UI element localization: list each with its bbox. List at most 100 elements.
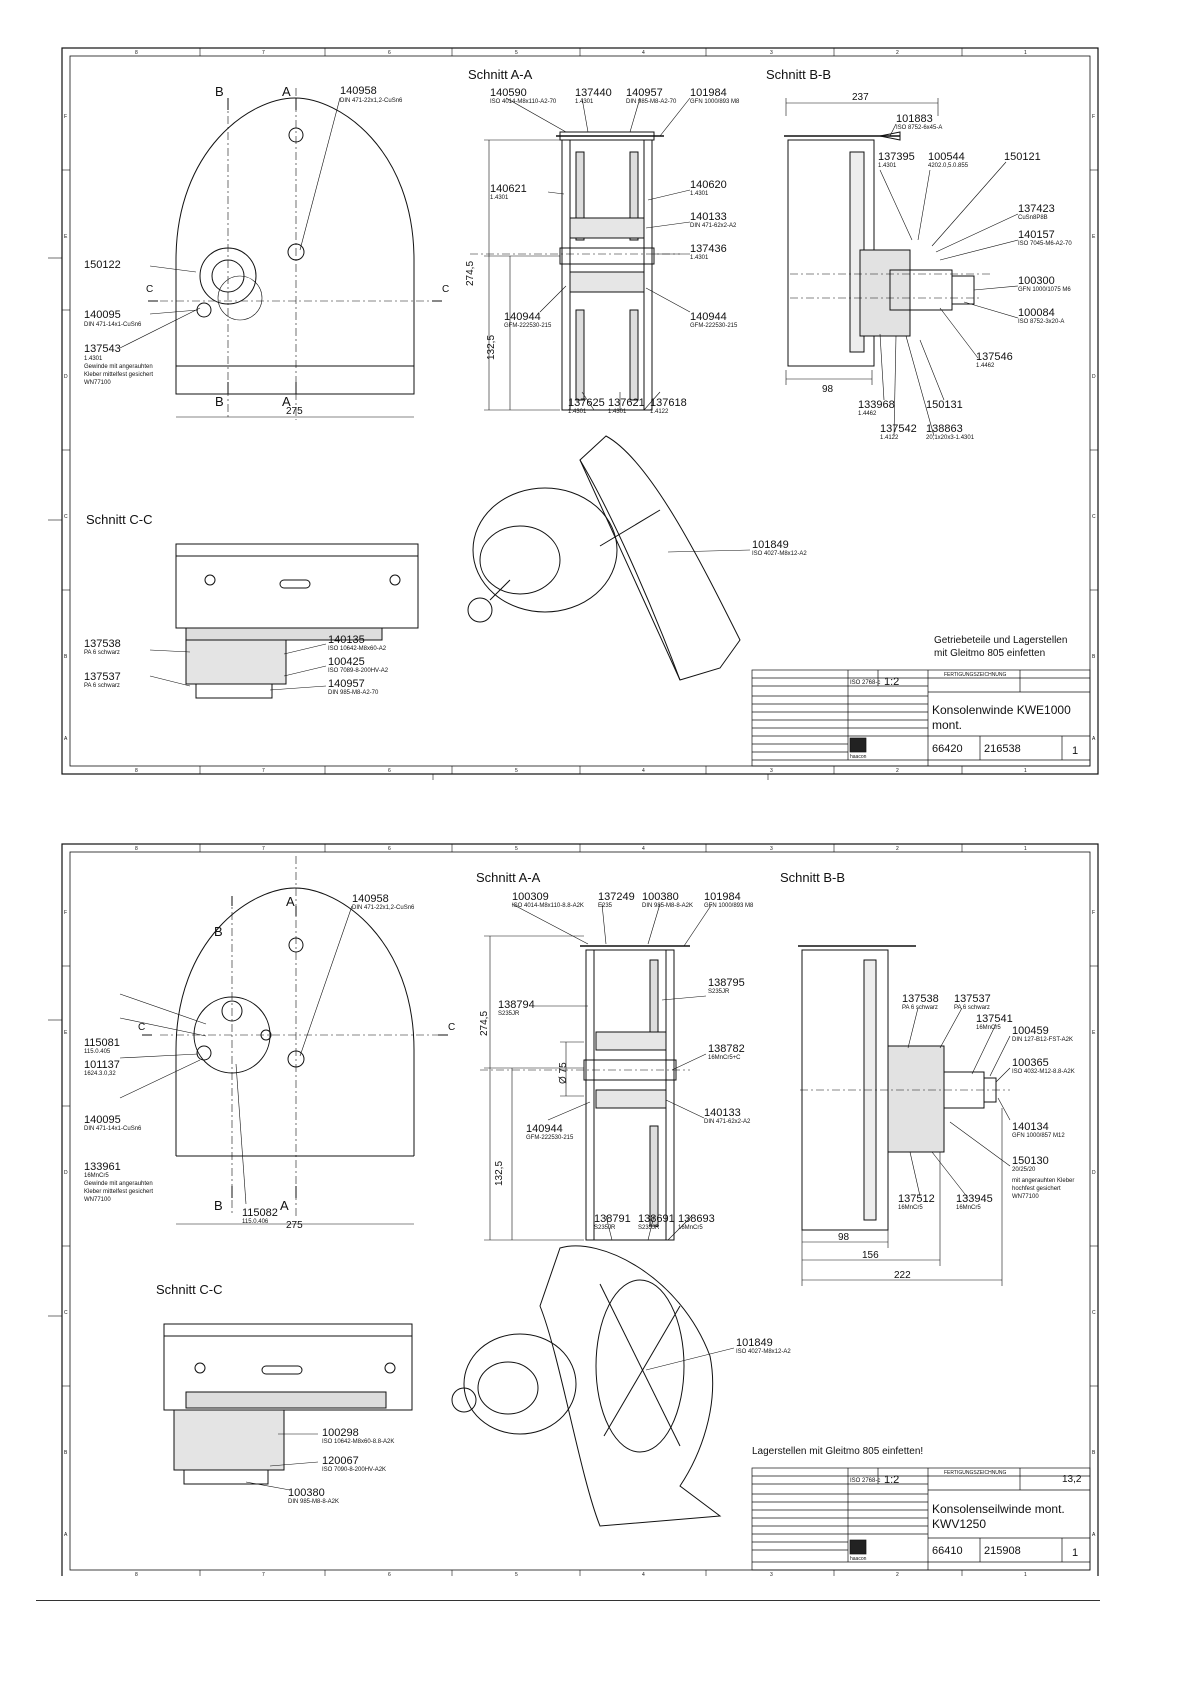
svg-text:3: 3 [770, 1572, 773, 1576]
tb-sheet-no-1: 1 [1072, 745, 1078, 757]
svg-text:D: D [64, 1170, 68, 1176]
part-101883: 101883 [896, 113, 933, 125]
label-c-left: C [146, 284, 153, 295]
svg-text:D: D [1092, 374, 1096, 380]
part-140590-spec: ISO 4014-M8x110-A2-70 [490, 99, 557, 105]
part-137546: 137546 [976, 351, 1013, 363]
tb-number1-2: 66410 [932, 1545, 963, 1557]
tb-scale-2: 1:2 [884, 1474, 899, 1486]
tb-title2-2: KWV1250 [932, 1517, 986, 1531]
part-100084-spec: ISO 8752-3x20-A [1018, 319, 1064, 325]
part-138863: 138863 [926, 423, 963, 435]
part-137543: 137543 [84, 343, 121, 355]
part-137538-bb: 137538 [902, 993, 939, 1005]
part-138691-spec: S235JR [638, 1225, 660, 1231]
label-b-top-2: B [214, 924, 223, 939]
svg-text:1: 1 [1024, 1572, 1027, 1576]
svg-text:2: 2 [896, 768, 899, 774]
note-glue-1: Gewinde mit angerauhten [84, 364, 153, 370]
part-150122: 150122 [84, 259, 121, 271]
part-137618-spec: 1.4122 [650, 409, 669, 415]
svg-text:1: 1 [1024, 50, 1027, 56]
part-140133-2-spec: DIN 471-62x2-A2 [704, 1119, 751, 1125]
label-b-bottom: B [215, 394, 224, 409]
part-100300-spec: GFN 1000/1075 M6 [1018, 287, 1071, 293]
part-140133-spec: DIN 471-62x2-A2 [690, 223, 737, 229]
svg-text:B: B [64, 654, 68, 660]
part-100298: 100298 [322, 1427, 359, 1439]
svg-text:2: 2 [896, 846, 899, 852]
part-140958: 140958 [340, 85, 377, 97]
dim-274-5: 274,5 [465, 261, 476, 286]
part-140944-right: 140944 [690, 311, 727, 323]
part-137542: 137542 [880, 423, 917, 435]
svg-text:8: 8 [135, 846, 138, 852]
part-140621-spec: 1.4301 [490, 195, 509, 201]
front-view-2 [160, 856, 440, 1225]
section-bb-title-2: Schnitt B-B [780, 870, 845, 885]
part-140157-spec: ISO 7045-M6-A2-70 [1018, 241, 1072, 247]
section-markers-1 [148, 98, 442, 394]
part-100425: 100425 [328, 656, 365, 668]
lube-note-2-1: Lagerstellen mit Gleitmo 805 einfetten! [752, 1446, 923, 1457]
tb-header-1: FERTIGUNGSZEICHNUNG [944, 672, 1007, 678]
tb-number2-1: 216538 [984, 743, 1021, 755]
part-137541-spec: 16MnCr5 [976, 1025, 1001, 1031]
label-a-bottom: A [282, 394, 291, 409]
part-101137-spec: 1624.3.0,32 [84, 1071, 116, 1077]
svg-text:6: 6 [388, 50, 391, 56]
part-101984-spec: GFN 1000/893 M8 [690, 99, 740, 105]
part-101849: 101849 [752, 539, 789, 551]
part-100459: 100459 [1012, 1025, 1049, 1037]
lube-note-2: mit Gleitmo 805 einfetten [934, 648, 1045, 659]
dim-222: 222 [894, 1270, 911, 1281]
svg-text:A: A [1092, 736, 1096, 742]
note2-glue-3: WN77100 [84, 1197, 111, 1203]
part-137618: 137618 [650, 397, 687, 409]
part-137423: 137423 [1018, 203, 1055, 215]
section-aa-view-2 [480, 945, 690, 1241]
part-100380-cc-spec: DIN 985-M8-8-A2K [288, 1499, 339, 1505]
part-140134-spec: GFN 1000/857 M12 [1012, 1133, 1065, 1139]
section-aa-view-1 [470, 131, 680, 411]
part-137249: 137249 [598, 891, 635, 903]
note2-glue-1: Gewinde mit angerauhten [84, 1181, 153, 1187]
svg-text:C: C [1092, 514, 1096, 520]
tb-title1-2: Konsolenseilwinde mont. [932, 1502, 1065, 1516]
svg-text:B: B [64, 1450, 68, 1456]
svg-text:2: 2 [896, 50, 899, 56]
tb-company-1: haacon [850, 754, 867, 760]
part-100309: 100309 [512, 891, 549, 903]
title-block-2 [751, 1467, 1091, 1571]
tb-number1-1: 66420 [932, 743, 963, 755]
part-137537: 137537 [84, 671, 121, 683]
part-101137: 101137 [84, 1059, 120, 1071]
note2-glue-2: Kleber mittelfest gesichert [84, 1189, 153, 1195]
part-137538-spec: PA 6 schwarz [84, 650, 120, 656]
tb-standard-2: ISO 2768-c [850, 1478, 880, 1484]
part-138794: 138794 [498, 999, 535, 1011]
part-100365-spec: ISO 4032-M12-8.8-A2K [1012, 1069, 1075, 1075]
part-140944-right-spec: GFM-222530-215 [690, 323, 738, 329]
part-140135-spec: ISO 10642-M8x60-A2 [328, 646, 387, 652]
tb-scale-1: 1:2 [884, 676, 899, 688]
section-bb-view-2 [798, 945, 1010, 1231]
svg-text:E: E [64, 1030, 68, 1036]
part-133945-spec: 16MnCr5 [956, 1205, 981, 1211]
part-140157: 140157 [1018, 229, 1055, 241]
svg-text:B: B [1092, 654, 1096, 660]
svg-text:A: A [1092, 1532, 1096, 1538]
part-100380: 100380 [642, 891, 679, 903]
tb-company-2: haacon [850, 1556, 867, 1562]
part-120067-spec: ISO 7090-8-200HV-A2K [322, 1467, 386, 1473]
tb-standard-1: ISO 2768-c [850, 680, 880, 686]
dim-275: 275 [286, 406, 303, 417]
part-100544-spec: 4202.0,5.0.855 [928, 163, 969, 169]
part-101849-2: 101849 [736, 1337, 773, 1349]
part-138782: 138782 [708, 1043, 745, 1055]
part-138693-spec: 16MnCr5 [678, 1225, 703, 1231]
part-100425-spec: ISO 7089-8-200HV-A2 [328, 668, 389, 674]
part-101849-spec: ISO 4027-M8x12-A2 [752, 551, 807, 557]
